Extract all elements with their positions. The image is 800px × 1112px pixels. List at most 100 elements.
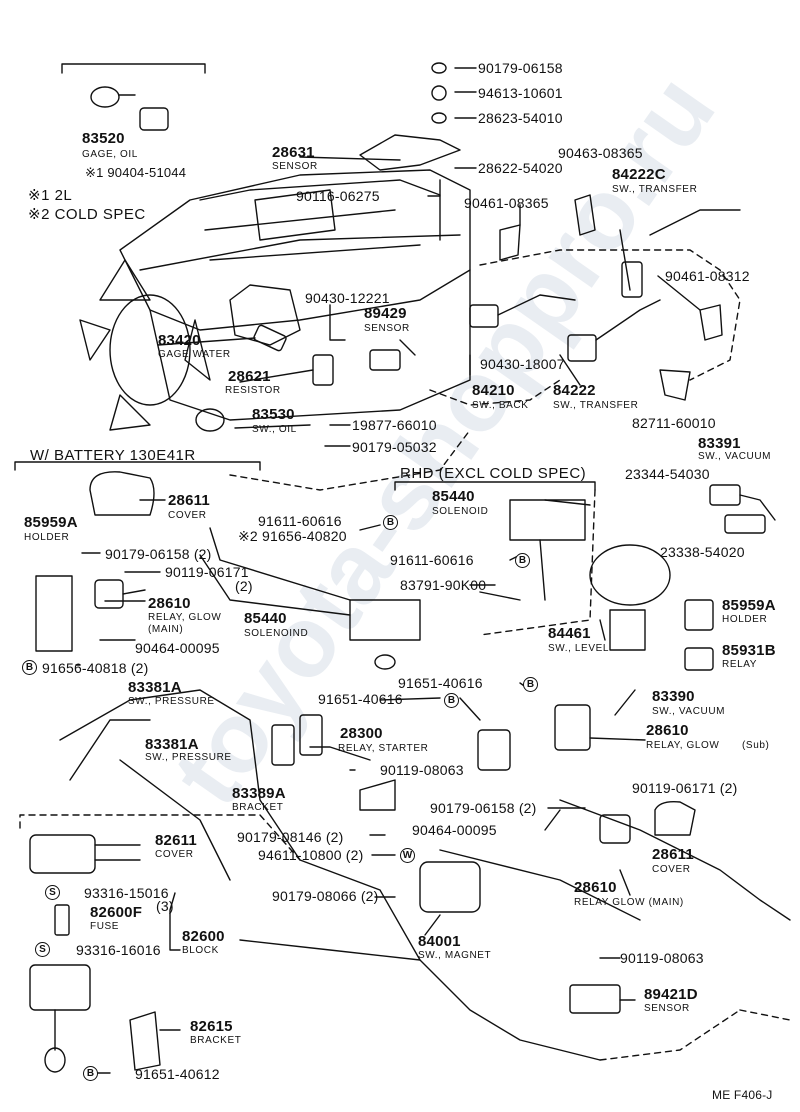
holder-85959a-icon <box>35 575 73 652</box>
part-82600f-num: 82600F <box>90 904 143 921</box>
part-83520-num: 83520 <box>82 130 125 147</box>
sensor-89429-icon <box>369 349 401 371</box>
s-circle-icon: S <box>35 942 50 957</box>
part-28631-name: SENSOR <box>272 161 318 172</box>
part-83381a-top-num: 83381A <box>128 679 182 696</box>
b-circle-icon: B <box>22 660 37 675</box>
part-90430-18007: 90430-18007 <box>480 356 565 372</box>
part-93316-15016-qty: (3) <box>156 898 174 914</box>
part-89421d-name: SENSOR <box>644 1003 690 1014</box>
part-90119-06171: 90119-06171 <box>165 564 249 580</box>
oil-sw-icon <box>195 408 225 432</box>
part-84222c-name: SW., TRANSFER <box>612 184 698 195</box>
fan-icon <box>79 259 211 431</box>
part-85440-left-name: SOLENOIND <box>244 628 309 639</box>
sensor-28631-icon <box>359 134 461 171</box>
section-battery: W/ BATTERY 130E41R <box>30 447 196 464</box>
level-sw-icon <box>589 544 671 651</box>
part-90119-08063-b: 90119-08063 <box>620 950 704 966</box>
transfer-sw-2-icon <box>567 299 661 362</box>
solenoid-85440-left-icon <box>349 599 421 670</box>
oil-gage-icon <box>90 86 136 108</box>
part-90119-08063-a: 90119-08063 <box>380 762 464 778</box>
part-82615-name: BRACKET <box>190 1035 242 1046</box>
part-85931b-name: RELAY <box>722 659 758 670</box>
part-83389a-name: BRACKET <box>232 802 284 813</box>
part-82611-name: COVER <box>155 849 194 860</box>
part-82600-name: BLOCK <box>182 945 219 956</box>
b-circle-icon: B <box>83 1066 98 1081</box>
part-91656-40818: 91656-40818 (2) <box>42 660 149 676</box>
part-90179-06158-2: 90179-06158 (2) <box>105 546 212 562</box>
part-85959a-left-num: 85959A <box>24 514 78 531</box>
part-83390-num: 83390 <box>652 688 695 705</box>
engine-block-top <box>199 179 441 201</box>
part-91651-40612: 91651-40612 <box>135 1066 220 1082</box>
block-82600-icon <box>29 964 91 1073</box>
gage-unit-icon <box>139 107 169 131</box>
w-circle-icon: W <box>400 848 415 863</box>
part-28621-name: RESISTOR <box>225 385 281 396</box>
washer-icon <box>431 62 447 124</box>
part-91611-60616-b: 91611-60616 <box>390 552 474 568</box>
part-90116: 90116-06275 <box>296 188 380 204</box>
part-23344: 23344-54030 <box>625 466 710 482</box>
pressure-sw-icon <box>271 714 323 766</box>
part-28621-num: 28621 <box>228 368 271 385</box>
engine-block-ridge <box>139 234 461 271</box>
fuse-icon <box>54 904 70 936</box>
transfer-sw-icon <box>619 209 741 298</box>
part-83530-num: 83530 <box>252 406 295 423</box>
back-sw-icon <box>469 294 576 328</box>
part-28610-main-name2: (MAIN) <box>148 624 184 635</box>
part-83381a-left-num: 83381A <box>145 736 199 753</box>
part-90461-08365: 90461-08365 <box>464 195 549 211</box>
part-28610-rmain-name: RELAY GLOW (MAIN) <box>574 897 684 908</box>
part-90119-06171-qty: (2) <box>235 578 253 594</box>
b-circle-icon: B <box>383 515 398 530</box>
resistor-icon <box>312 354 334 386</box>
part-90461-08312: 90461-08312 <box>665 268 750 284</box>
sensor-89421d-icon <box>569 984 621 1014</box>
part-84210-name: SW., BACK <box>472 400 529 411</box>
s-circle-icon: S <box>45 885 60 900</box>
part-90463: 90463-08365 <box>558 145 643 161</box>
water-gage-icon <box>253 324 287 352</box>
bracket-icon <box>499 194 723 401</box>
part-28610-main-name: RELAY, GLOW <box>148 612 222 623</box>
part-90179-08066: 90179-08066 (2) <box>272 888 379 904</box>
part-91651-40616-b: 91651-40616 <box>318 691 403 707</box>
part-91656-40820: ※2 91656-40820 <box>238 528 347 544</box>
part-83791: 83791-90K00 <box>400 577 487 593</box>
part-90179-06158-top: 90179-06158 <box>478 60 563 76</box>
part-82600f-name: FUSE <box>90 921 120 932</box>
part-90179-06158-mid: 90179-06158 (2) <box>430 800 537 816</box>
part-94613: 94613-10601 <box>478 85 563 101</box>
part-90430-12221: 90430-12221 <box>305 290 390 306</box>
part-28611-right-name: COVER <box>652 864 691 875</box>
part-90179-08146: 90179-08146 (2) <box>237 829 344 845</box>
part-82611-num: 82611 <box>155 832 197 849</box>
part-91611-60616-a: 91611-60616 <box>258 513 342 529</box>
part-83420-name: GAGE WATER <box>158 349 231 360</box>
bracket-83389a-icon <box>359 779 396 811</box>
cover-28611-icon <box>89 471 155 516</box>
relay-glow-sub-icon <box>554 704 591 751</box>
part-85440-left-num: 85440 <box>244 610 287 627</box>
footnote-2: ※2 COLD SPEC <box>28 206 146 223</box>
cover-82611-icon <box>29 834 96 874</box>
part-89421d-num: 89421D <box>644 986 698 1003</box>
part-94611: 94611-10800 (2) <box>258 847 364 863</box>
part-85959a-right-name: HOLDER <box>722 614 768 625</box>
b-circle-icon: B <box>523 677 538 692</box>
part-84222-num: 84222 <box>553 382 596 399</box>
part-91651-40616-a: 91651-40616 <box>398 675 483 691</box>
part-85959a-left-name: HOLDER <box>24 532 70 543</box>
part-28610-sub-name: RELAY, GLOW <box>646 740 720 751</box>
relay-85931b-icon <box>684 647 714 671</box>
part-93316-16016: 93316-16016 <box>76 942 161 958</box>
part-84222c-num: 84222C <box>612 166 666 183</box>
ref-code: ME F406-J <box>712 1088 773 1102</box>
b-circle-icon: B <box>444 693 459 708</box>
section-rhd: RHD (EXCL COLD SPEC) <box>400 465 587 482</box>
